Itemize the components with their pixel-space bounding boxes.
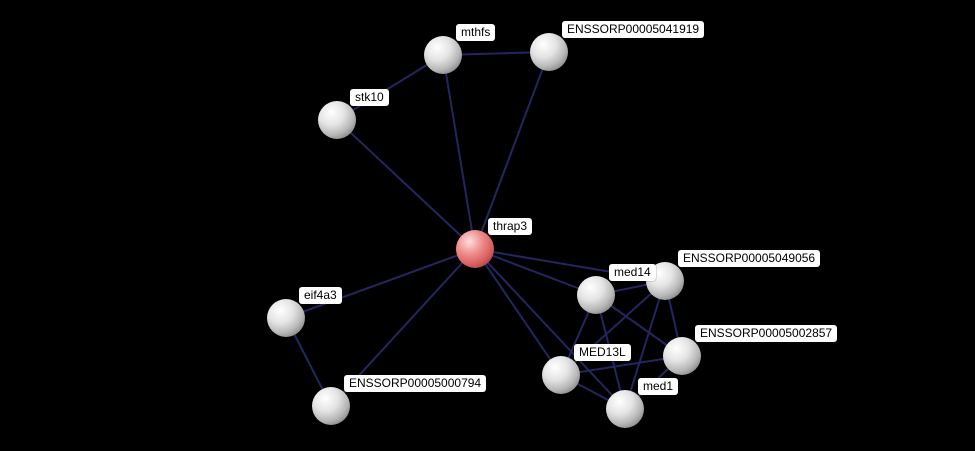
node-thrap3[interactable] (456, 230, 494, 268)
node-eif4a3[interactable] (267, 299, 305, 337)
edge-thrap3--med14 (474, 248, 597, 296)
node-ENSSORP00005041919[interactable] (530, 33, 568, 71)
node-ENSSORP00005000794[interactable] (312, 387, 350, 425)
edge-thrap3--eif4a3 (285, 248, 476, 319)
node-ENSSORP00005002857[interactable] (663, 337, 701, 375)
edge-thrap3--med1 (474, 248, 626, 410)
node-label-MED13L[interactable]: MED13L (574, 344, 631, 361)
node-label-med14[interactable]: med14 (609, 264, 656, 281)
edge-MED13L--ENSSORP00005002857 (560, 355, 683, 376)
edge-thrap3--mthfs (442, 54, 476, 250)
node-label-ENSSORP00005041919[interactable]: ENSSORP00005041919 (562, 21, 705, 38)
node-label-stk10[interactable]: stk10 (350, 89, 389, 106)
edge-thrap3--ENSSORP00005041919 (474, 51, 550, 250)
edge-ENSSORP00005049056--med1 (624, 280, 666, 410)
node-label-ENSSORP00005049056[interactable]: ENSSORP00005049056 (678, 250, 821, 267)
node-label-med1[interactable]: med1 (638, 378, 679, 395)
node-label-mthfs[interactable]: mthfs (456, 24, 496, 41)
node-MED13L[interactable] (542, 356, 580, 394)
edge-stk10--mthfs (336, 54, 444, 121)
node-label-thrap3[interactable]: thrap3 (488, 218, 533, 235)
node-label-ENSSORP00005000794[interactable]: ENSSORP00005000794 (344, 375, 487, 392)
node-stk10[interactable] (318, 101, 356, 139)
node-mthfs[interactable] (424, 36, 462, 74)
nodes-layer (267, 33, 701, 428)
node-med14[interactable] (577, 276, 615, 314)
node-label-ENSSORP00005002857[interactable]: ENSSORP00005002857 (695, 325, 838, 342)
node-label-eif4a3[interactable]: eif4a3 (299, 287, 342, 304)
edge-thrap3--MED13L (474, 248, 562, 376)
edge-thrap3--stk10 (336, 119, 476, 250)
node-med1[interactable] (606, 390, 644, 428)
